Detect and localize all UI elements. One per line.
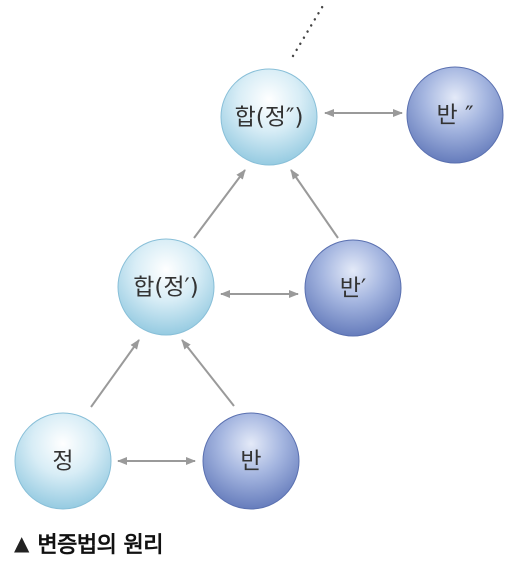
dialectic-diagram: 정 반 합(정′) 반′ 합(정″) 반 ″: [14, 2, 504, 510]
node-synthesis-1: 합(정′): [117, 238, 215, 336]
node-antithesis-label: 반: [240, 449, 261, 475]
node-antithesis: 반: [202, 412, 300, 510]
figure-caption: ▲ 변증법의 원리: [14, 526, 163, 560]
arrow-antithesis-to-synthesis-1: [181, 339, 235, 407]
arrow-synthesis-1-to-synthesis-2: [193, 169, 246, 239]
node-antithesis-1-label: 반′: [340, 276, 366, 302]
triangle-up-icon: ▲: [14, 531, 30, 555]
arrow-thesis-to-synthesis-1: [90, 339, 140, 408]
node-antithesis-1: 반′: [304, 239, 402, 337]
caption-text: 변증법의 원리: [37, 533, 163, 558]
node-thesis: 정: [14, 412, 112, 510]
arrow-antithesis-1-to-synthesis-2: [290, 169, 339, 239]
node-thesis-label: 정: [52, 449, 73, 475]
node-antithesis-2-label: 반 ″: [436, 103, 473, 129]
node-synthesis-2: 합(정″): [220, 68, 318, 166]
continuation-dots: [291, 2, 326, 58]
node-synthesis-2-label: 합(정″): [235, 105, 304, 131]
node-antithesis-2: 반 ″: [406, 66, 504, 164]
node-synthesis-1-label: 합(정′): [133, 275, 199, 301]
